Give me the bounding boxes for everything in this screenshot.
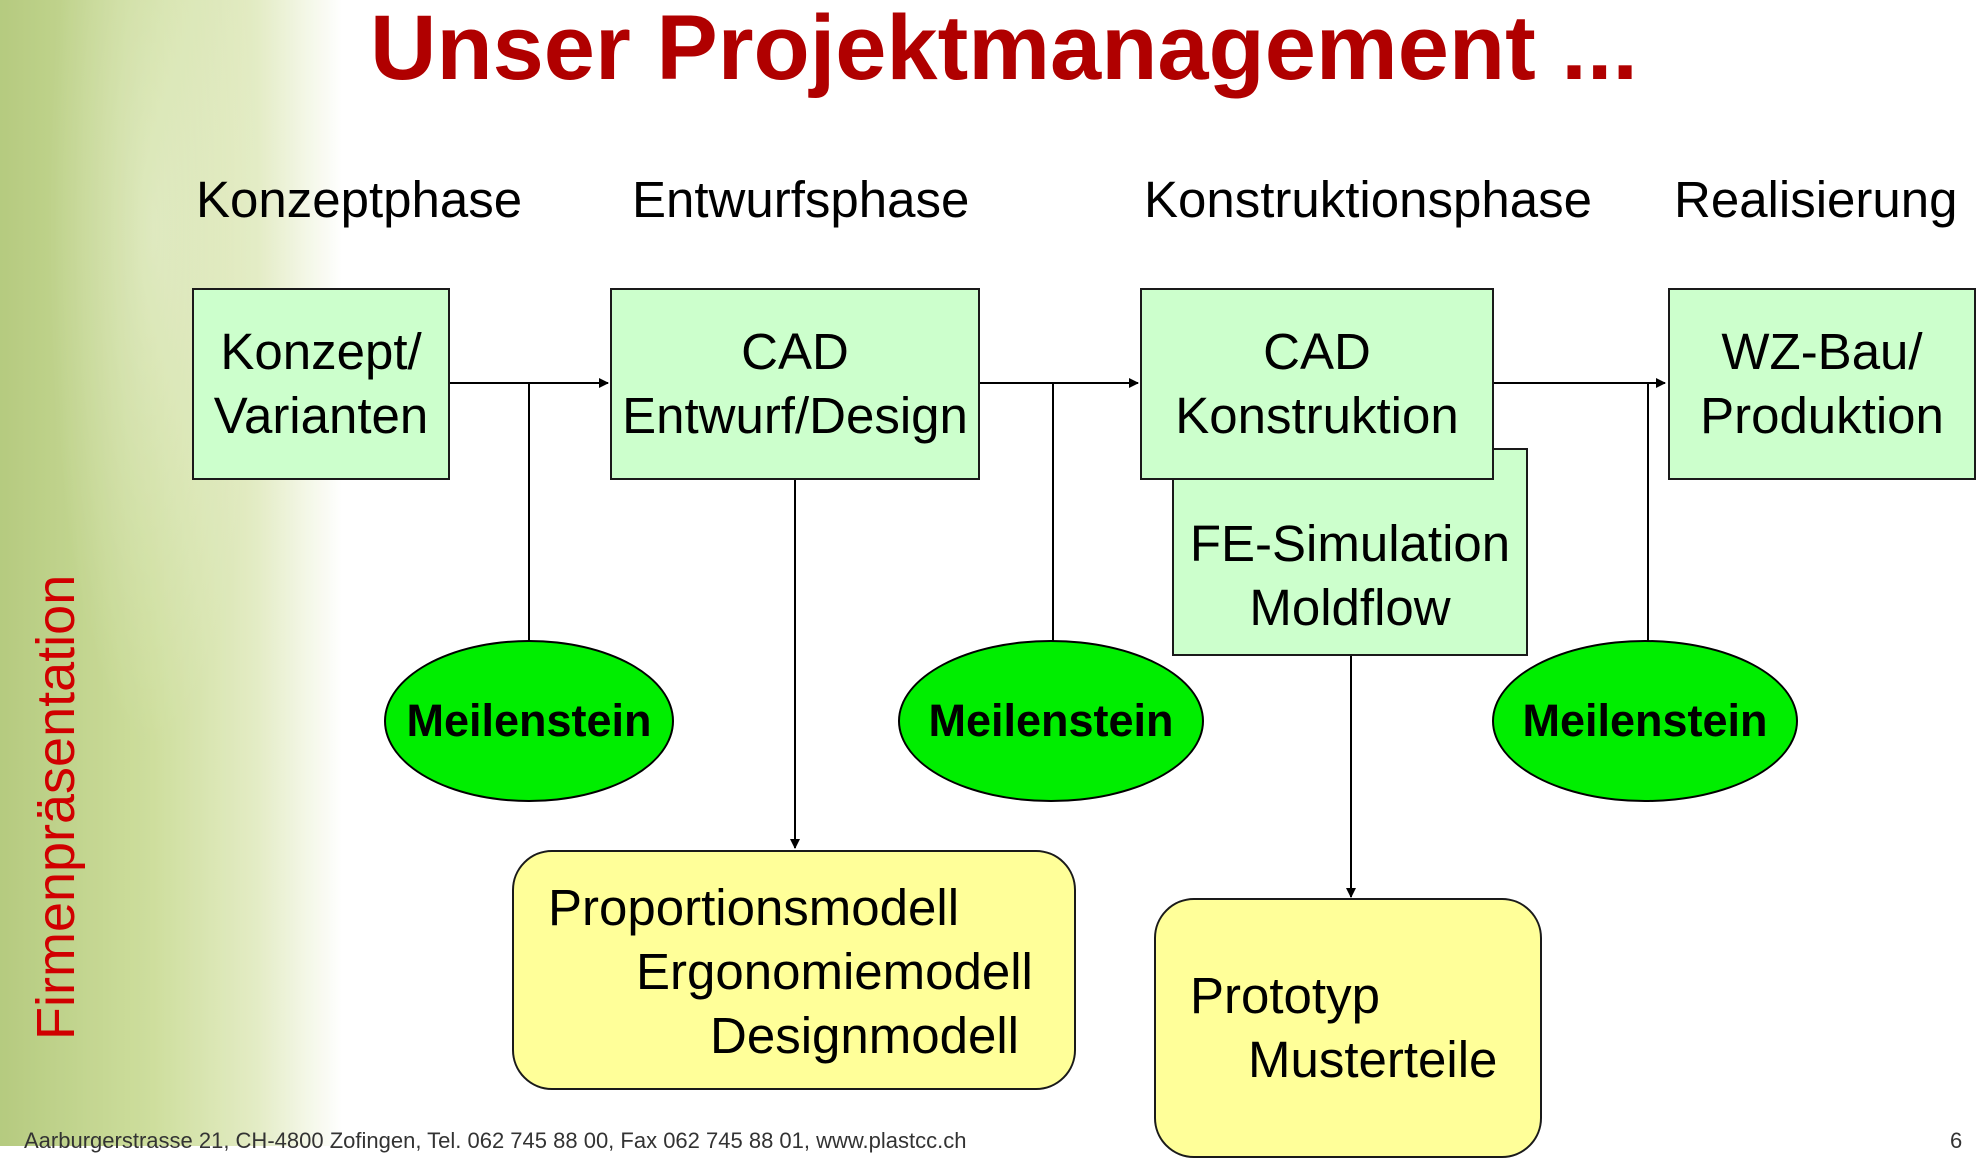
model-designmodell: Designmodell	[710, 1007, 1019, 1064]
model-ergonomiemodell: Ergonomiemodell	[636, 943, 1033, 1000]
box-line-1: WZ-Bau/	[1721, 323, 1923, 380]
model-prototyp: Prototyp	[1190, 967, 1380, 1024]
box-line-2: Moldflow	[1249, 579, 1451, 636]
phase-label-entwurf: Entwurfsphase	[632, 171, 970, 228]
milestone-1: Meilenstein	[384, 640, 674, 802]
page-title: Unser Projektmanagement ...	[370, 0, 1638, 99]
milestone-3: Meilenstein	[1492, 640, 1798, 802]
page-number: 6	[1950, 1128, 1963, 1153]
phase-label-konzept: Konzeptphase	[196, 171, 523, 228]
box-line-2: Produktion	[1700, 387, 1944, 444]
box-line-1: FE-Simulation	[1189, 515, 1511, 572]
phase-label-realisierung: Realisierung	[1674, 171, 1958, 228]
phase-label-konstruktion: Konstruktionsphase	[1144, 171, 1592, 228]
box-cad-konstruktion: CAD Konstruktion	[1140, 288, 1494, 480]
box-line-2: Konstruktion	[1175, 387, 1459, 444]
model-musterteile: Musterteile	[1248, 1031, 1498, 1088]
model-proportionsmodell: Proportionsmodell	[548, 879, 960, 936]
footer-address: Aarburgerstrasse 21, CH-4800 Zofingen, T…	[24, 1128, 967, 1153]
side-label: Firmenpräsentation	[26, 574, 86, 1040]
box-line-1: CAD	[741, 323, 849, 380]
box-fe-simulation: FE-Simulation Moldflow	[1172, 448, 1528, 656]
box-cad-entwurf: CAD Entwurf/Design	[610, 288, 980, 480]
box-prototype: Prototyp Musterteile	[1154, 898, 1542, 1158]
milestone-2: Meilenstein	[898, 640, 1204, 802]
box-konzept-varianten: Konzept/ Varianten	[192, 288, 450, 480]
box-line-2: Entwurf/Design	[622, 387, 968, 444]
box-wz-bau: WZ-Bau/ Produktion	[1668, 288, 1976, 480]
box-design-models: Proportionsmodell Ergonomiemodell Design…	[512, 850, 1076, 1090]
box-line-1: Konzept/	[220, 323, 422, 380]
box-line-1: CAD	[1263, 323, 1371, 380]
leaf-background	[0, 0, 342, 1146]
box-line-2: Varianten	[213, 387, 429, 444]
